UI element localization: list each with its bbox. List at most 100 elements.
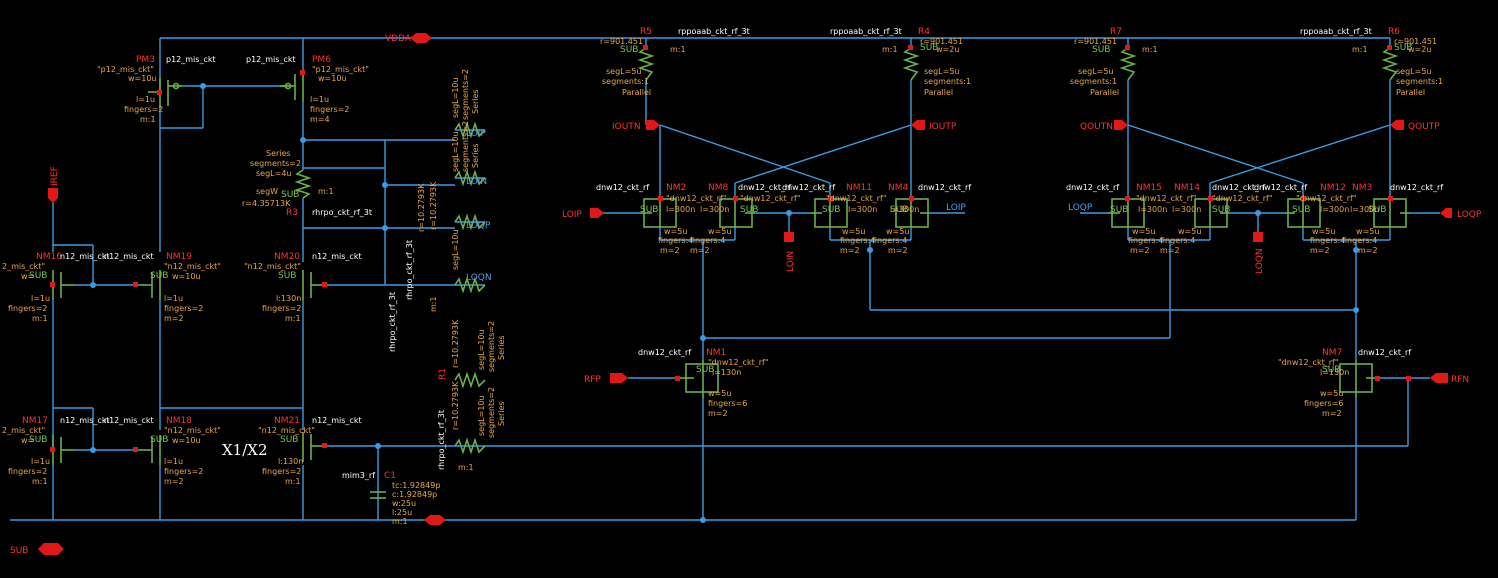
svg-text:segments=2: segments=2 [487,321,496,372]
svg-text:m=2: m=2 [1358,246,1378,255]
svg-text:m:1: m:1 [458,463,474,472]
svg-text:NM7: NM7 [1322,348,1342,358]
svg-text:SUB: SUB [740,205,758,215]
svg-text:VDDA: VDDA [385,34,412,44]
net-labels: LOIP LOIN LOQP LOQN LOQP LOIP X1/X2 [222,129,1093,459]
rfp-pin[interactable]: RFP [584,373,628,385]
svg-text:segL=10u: segL=10u [451,77,460,118]
svg-text:segL=5u: segL=5u [1078,67,1114,76]
svg-text:fingers=6: fingers=6 [708,399,747,408]
svg-text:"n12_mis_ckt": "n12_mis_ckt" [164,426,221,435]
r5-resistor[interactable] [637,47,655,81]
gnd-pin[interactable] [424,515,446,525]
svg-text:w=5u: w=5u [664,227,687,236]
svg-text:dnw12_ckt_rf: dnw12_ckt_rf [1254,183,1307,192]
svg-text:NM2: NM2 [666,183,686,193]
vdda-pin[interactable]: VDDA [385,33,432,44]
svg-text:m:1: m:1 [882,45,898,54]
nm16-labels: NM16 n12_mis_ckt 2_mis_ckt" w= SUB l=1u … [2,252,110,323]
svg-text:w=5u: w=5u [1356,227,1379,236]
svg-text:SUB: SUB [1292,205,1310,215]
svg-text:fingers=6: fingers=6 [1304,399,1343,408]
svg-text:C1: C1 [384,471,396,481]
svg-text:l:130n: l:130n [276,294,301,303]
svg-text:segL=10u: segL=10u [477,395,486,436]
r-ladder-4[interactable] [454,276,486,294]
r-ladder-2[interactable] [454,169,486,187]
svg-text:l=1u: l=1u [310,95,329,104]
qoutp-pin[interactable]: QOUTP [1390,120,1440,132]
sub-pin[interactable]: SUB [10,543,64,556]
svg-text:l=130n: l=130n [1320,368,1349,377]
svg-text:n12_mis_ckt: n12_mis_ckt [60,252,110,261]
svg-text:rppoaab_ckt_rf_3t: rppoaab_ckt_rf_3t [830,27,902,36]
iref-pin[interactable]: IREF [48,166,60,203]
svg-text:SUB: SUB [890,205,908,215]
net-loqn: LOQN [466,273,492,283]
svg-text:m=2: m=2 [708,409,728,418]
svg-text:m=2: m=2 [660,246,680,255]
ioutp-pin[interactable]: IOUTP [911,120,957,132]
svg-text:m:1: m:1 [670,45,686,54]
svg-text:dnw12_ckt_rf: dnw12_ckt_rf [918,183,971,192]
c1-capacitor[interactable] [370,491,386,499]
r1-resistor[interactable] [454,437,486,455]
svg-text:w=5u: w=5u [1178,227,1201,236]
svg-text:r=901.451: r=901.451 [1074,37,1117,46]
r4-resistor[interactable] [902,47,920,81]
nm19-transistor[interactable] [140,270,161,300]
svg-text:fingers=2: fingers=2 [8,467,47,476]
svg-text:m:1: m:1 [140,115,156,124]
svg-text:fingers:4: fingers:4 [1160,236,1195,245]
svg-text:"dnw12_ckt_rf": "dnw12_ckt_rf" [826,194,887,203]
pm3-labels: PM3 p12_mis_ckt "p12_mis_ckt" w=10u l=1u… [97,55,216,124]
svg-text:l=300n: l=300n [890,205,919,214]
svg-text:segments:1: segments:1 [924,77,971,86]
svg-text:dnw12_ckt_rf: dnw12_ckt_rf [738,183,791,192]
loqn-pin[interactable]: LOQN [1253,232,1265,274]
pm6-transistor[interactable] [280,72,304,102]
svg-text:segments:1: segments:1 [602,77,649,86]
r-ladder-3[interactable] [454,213,486,231]
svg-text:l=300n: l=300n [1138,205,1167,214]
loin-pin[interactable]: LOIN [784,232,796,272]
svg-text:fingers:4: fingers:4 [872,236,907,245]
svg-text:l=1u: l=1u [164,294,183,303]
svg-text:Parallel: Parallel [1090,88,1119,97]
r8-resistor[interactable] [454,121,486,139]
svg-text:NM19: NM19 [166,252,192,262]
svg-text:fingers=2: fingers=2 [310,105,349,114]
svg-text:segL=4u: segL=4u [256,169,292,178]
ioutn-pin[interactable]: IOUTN [612,120,660,132]
r1-resistor-top[interactable] [454,371,486,389]
svg-text:m:1: m:1 [318,187,334,196]
svg-text:"p12_mis_ckt": "p12_mis_ckt" [312,65,369,74]
svg-text:dnw12_ckt_rf: dnw12_ckt_rf [782,183,835,192]
svg-text:NM11: NM11 [846,183,872,193]
loip-input-pin[interactable]: LOIP [562,208,604,220]
svg-text:SUB: SUB [150,271,168,281]
svg-text:Parallel: Parallel [622,88,651,97]
svg-text:w=5u: w=5u [842,227,865,236]
r7-resistor[interactable] [1119,47,1137,81]
nm1-labels: dnw12_ckt_rf NM1 "dnw12_ckt_rf" SUB l=13… [638,348,769,418]
r6-resistor[interactable] [1381,47,1399,81]
nm1-transistor[interactable] [680,360,719,398]
svg-text:"dnw12_ckt_rf": "dnw12_ckt_rf" [666,194,727,203]
svg-text:m:1: m:1 [32,477,48,486]
svg-text:r=10.2793K: r=10.2793K [451,381,460,430]
svg-text:SUB: SUB [640,205,658,215]
net-loip-right: LOIP [946,203,966,213]
svg-text:m:1: m:1 [429,296,438,312]
loqp-input-pin[interactable]: LOQP [1440,208,1482,220]
svg-text:segL=5u: segL=5u [924,67,960,76]
svg-text:NM14: NM14 [1174,183,1200,193]
nm18-transistor[interactable] [140,435,161,465]
rfn-pin[interactable]: RFN [1430,373,1469,385]
svg-text:fingers:4: fingers:4 [1342,236,1377,245]
svg-text:n12_mis_ckt: n12_mis_ckt [104,252,154,261]
qoutn-pin[interactable]: QOUTN [1080,120,1128,132]
r3-resistor[interactable] [294,169,312,199]
svg-text:w=10u: w=10u [128,74,157,83]
